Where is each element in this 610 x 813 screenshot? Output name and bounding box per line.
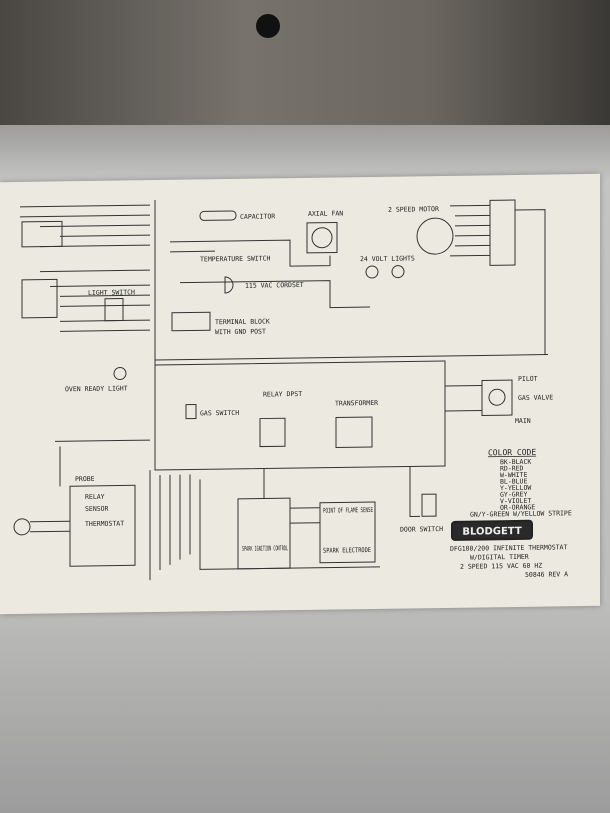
light-switch-label: LIGHT SWITCH: [88, 288, 135, 297]
wiring-diagram-sheet: CAPACITOR AXIAL FAN TEMPERATURE SWITCH 1…: [0, 173, 600, 615]
probe-label: PROBE: [75, 475, 95, 483]
blodgett-logo: [451, 519, 533, 541]
gas-valve-label: GAS VALVE: [518, 393, 553, 401]
gas-valve-symbol: [481, 379, 513, 416]
mounting-hole: [256, 14, 280, 38]
axial-fan-symbol: [306, 221, 338, 254]
model-line: 2 SPEED 115 VAC 60 HZ: [460, 562, 542, 571]
capacitor-label: CAPACITOR: [240, 212, 275, 220]
axial-fan-label: AXIAL FAN: [308, 209, 343, 217]
color-code-entry: BK-BLACK: [500, 458, 531, 466]
color-code-entry: GN/Y-GREEN W/YELLOW STRIPE: [470, 509, 572, 518]
spark-ignition-control: [237, 497, 291, 570]
cordset-plug-icon: [224, 276, 234, 294]
color-code-entry: RD-RED: [500, 464, 524, 472]
thermostat-board: [69, 484, 136, 567]
light-bulb-icon: [365, 265, 379, 279]
relay-label: RELAY DPST: [263, 390, 302, 399]
color-code-entry: OR-ORANGE: [500, 503, 535, 511]
thermostat-label: THERMOSTAT: [85, 519, 124, 528]
motor-terminal-strip: [489, 199, 516, 266]
motor-label: 2 SPEED MOTOR: [388, 205, 439, 214]
color-code-entry: V-VIOLET: [500, 497, 531, 505]
light-bulb-icon: [391, 265, 405, 279]
capacitor-symbol: [199, 210, 237, 221]
model-line: W/DIGITAL TIMER: [470, 553, 529, 562]
transformer-symbol: [335, 416, 373, 449]
control-box-outline: [154, 360, 446, 471]
spark-electrode-label: SPARK ELECTRODE: [323, 546, 371, 555]
flame-sense-label: POINT OF FLAME SENSE: [323, 506, 373, 515]
title-block: BLODGETT DFG100/200 INFINITE THERMOSTAT …: [450, 519, 568, 579]
oven-ready-light-icon: [113, 367, 127, 381]
color-code-entry: W-WHITE: [500, 471, 527, 479]
transformer-label: TRANSFORMER: [335, 399, 378, 408]
color-code-legend: COLOR CODE BK-BLACK RD-RED W-WHITE BL-BL…: [470, 448, 572, 519]
terminal-block-label-2: WITH GND POST: [215, 327, 266, 336]
terminal-block-symbol: [171, 311, 211, 332]
color-code-entry: Y-YELLOW: [500, 484, 531, 492]
cordset-label: 115 VAC CORDSET: [245, 281, 304, 290]
oven-ready-light-label: OVEN READY LIGHT: [65, 384, 128, 393]
door-switch-label: DOOR SWITCH: [400, 525, 443, 534]
brand-name: BLODGETT: [462, 526, 522, 538]
relay-symbol: [259, 417, 286, 448]
gas-switch-symbol: [185, 403, 197, 420]
color-code-entry: BL-BLUE: [500, 477, 527, 485]
sensor-label: SENSOR: [85, 505, 109, 513]
motor-symbol: [416, 217, 454, 255]
spark-control-label: SPARK IGNITION CONTROL: [242, 544, 288, 553]
color-code-entry: GY-GREY: [500, 490, 527, 498]
door-switch-symbol: [421, 493, 437, 517]
pilot-label: PILOT: [518, 375, 538, 383]
flame-sensor-box: [319, 501, 376, 564]
timer-knob-icon: [13, 518, 31, 536]
revision-label: 50846 REV A: [525, 570, 568, 579]
lights-label: 24 VOLT LIGHTS: [360, 254, 415, 263]
gas-switch-label: GAS SWITCH: [200, 409, 239, 418]
terminal-block-label: TERMINAL BLOCK: [215, 317, 270, 326]
wiring-diagram: CAPACITOR AXIAL FAN TEMPERATURE SWITCH 1…: [13, 199, 572, 581]
relay-pin-label: RELAY: [85, 493, 105, 501]
model-line: DFG100/200 INFINITE THERMOSTAT: [450, 543, 567, 553]
main-label: MAIN: [515, 417, 531, 425]
metal-panel-top: [0, 0, 610, 125]
temperature-switch-label: TEMPERATURE SWITCH: [200, 254, 271, 263]
color-code-title: COLOR CODE: [488, 448, 536, 458]
left-wiring: [20, 204, 150, 332]
